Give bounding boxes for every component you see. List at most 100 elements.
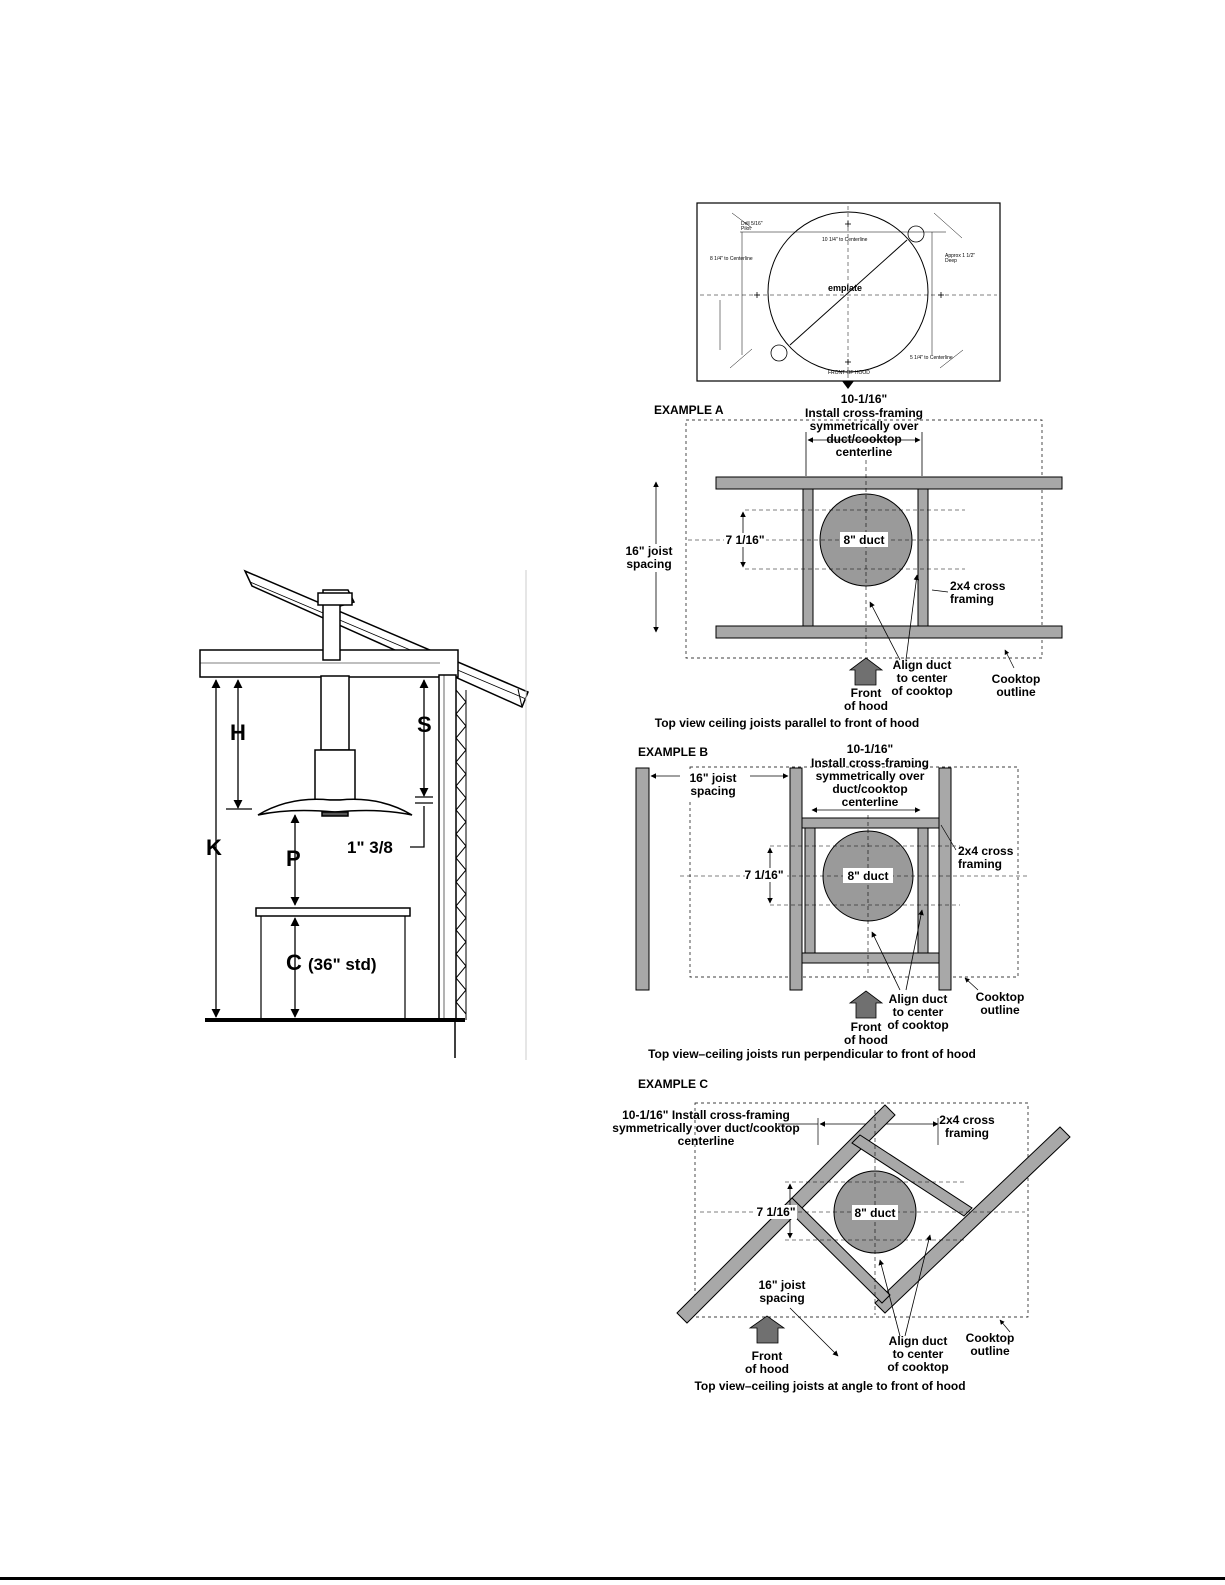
- example-a-install-3: duct/cooktop: [826, 432, 901, 446]
- example-c-joist-spacing-2: spacing: [759, 1291, 804, 1305]
- example-c-title: EXAMPLE C: [638, 1077, 708, 1091]
- example-a-install-4: centerline: [836, 445, 893, 459]
- example-a-inner-dim: 7 1/16": [725, 533, 764, 547]
- example-c-align-2: to center: [893, 1347, 944, 1361]
- countertop: [255, 907, 411, 917]
- roof-rafter: [243, 569, 529, 709]
- example-b-joist-spacing-2: spacing: [690, 784, 735, 798]
- example-c-install-2: symmetrically over duct/cooktop: [612, 1121, 799, 1135]
- example-c-cross-framing-2: framing: [945, 1126, 989, 1140]
- example-b-align-2: to center: [893, 1005, 944, 1019]
- example-c-cross-framing-1: 2x4 cross: [939, 1113, 995, 1127]
- example-c-install-3: centerline: [678, 1134, 735, 1148]
- example-a-align-3: of cooktop: [891, 684, 952, 698]
- template-note-pilot: Pilot: [741, 226, 751, 232]
- example-a-joist-spacing-2: spacing: [626, 557, 671, 571]
- side-view-diagram: H S K P C (36" std) 1" 3/8: [199, 569, 529, 1060]
- example-b-joist-left: [789, 767, 803, 991]
- siding: [455, 689, 467, 1020]
- template-note-5: 5 1/4" to Centerline: [910, 355, 953, 361]
- example-c-install-1: 10-1/16" Install cross-framing: [622, 1108, 790, 1122]
- example-a-cross-framing-left: [802, 488, 814, 627]
- example-b-joist-spacing-1: 16" joist: [689, 771, 736, 785]
- example-a-front-arrow: [848, 657, 884, 686]
- example-c-align-3: of cooktop: [887, 1360, 948, 1374]
- dim-c-note: (36" std): [308, 955, 377, 974]
- dim-offset-label: 1" 3/8: [347, 838, 393, 857]
- example-a-cross-framing-2: framing: [950, 592, 994, 606]
- example-a-cooktop-2: outline: [996, 685, 1036, 699]
- example-b-cooktop-1: Cooktop: [976, 990, 1025, 1004]
- template-note-8: 8 1/4" to Centerline: [710, 256, 753, 262]
- example-a-joist-spacing-1: 16" joist: [625, 544, 672, 558]
- example-b-inner-dim: 7 1/16": [744, 868, 783, 882]
- example-b-cooktop-outline: [689, 766, 1019, 978]
- template-circle: [767, 211, 929, 373]
- example-a-caption: Top view ceiling joists parallel to fron…: [655, 716, 919, 730]
- example-a-align-1: Align duct: [893, 658, 952, 672]
- dim-c-label: C: [286, 950, 302, 975]
- example-b-duct-label: 8" duct: [847, 869, 888, 883]
- example-c-joist-spacing-1: 16" joist: [758, 1278, 805, 1292]
- example-b-caption: Top view–ceiling joists run perpendicula…: [648, 1047, 976, 1061]
- example-b-front-1: Front: [851, 1020, 882, 1034]
- example-a-diagram: EXAMPLE A 10-1/16" Install cross-framing…: [615, 392, 1063, 730]
- example-a-cooktop-1: Cooktop: [992, 672, 1041, 686]
- template-note-deep: Deep: [945, 258, 957, 264]
- example-b-cross-framing-1: 2x4 cross: [958, 844, 1014, 858]
- example-a-install-2: symmetrically over: [810, 419, 919, 433]
- template-note-10: 10 1/4" to Centerline: [822, 237, 868, 243]
- chimney-duct: [257, 589, 413, 817]
- example-c-front-2: of hood: [745, 1362, 789, 1376]
- template-front-label: FRONT OF HOOD: [828, 370, 870, 376]
- dim-h-label: H: [230, 720, 246, 745]
- page-bottom-rule: [0, 1577, 1225, 1580]
- example-b-cross-framing-top: [801, 817, 940, 829]
- example-c-duct-label: 8" duct: [854, 1206, 895, 1220]
- example-b-front-arrow: [848, 990, 884, 1019]
- example-a-front-2: of hood: [844, 699, 888, 713]
- example-b-diagram: EXAMPLE B 10-1/16" Install cross-framing…: [635, 742, 1030, 1061]
- template-note-drill: Drill 5/16": [741, 221, 763, 227]
- example-a-joist-bottom: [715, 625, 1063, 639]
- example-a-cross-framing-1: 2x4 cross: [950, 579, 1006, 593]
- example-c-front-arrow: [748, 1315, 786, 1344]
- example-a-cross-framing-right: [917, 488, 929, 627]
- mounting-template: emplate FRONT OF HOOD Drill 5/16" Pilot …: [696, 202, 1001, 389]
- dim-s-label: S: [417, 712, 432, 737]
- example-a-joist-top: [715, 476, 1063, 490]
- example-b-install-2: symmetrically over: [816, 769, 925, 783]
- example-c-cooktop-outline: [694, 1102, 1029, 1318]
- example-b-install-4: centerline: [842, 795, 899, 809]
- example-b-joist-far-left: [635, 767, 650, 991]
- example-b-front-2: of hood: [844, 1033, 888, 1047]
- example-b-cross-framing-bottom: [801, 952, 940, 964]
- example-b-install-1: Install cross-framing: [811, 756, 929, 770]
- example-b-width-dim: 10-1/16": [847, 742, 893, 756]
- template-text: emplate: [828, 283, 862, 293]
- example-b-joist-right: [938, 767, 952, 991]
- example-b-align-3: of cooktop: [887, 1018, 948, 1032]
- example-c-align-1: Align duct: [889, 1334, 948, 1348]
- example-c-cooktop-1: Cooktop: [966, 1331, 1015, 1345]
- example-c-caption: Top view–ceiling joists at angle to fron…: [694, 1379, 965, 1393]
- example-c-front-1: Front: [752, 1349, 783, 1363]
- example-b-align-1: Align duct: [889, 992, 948, 1006]
- example-a-install-1: Install cross-framing: [805, 406, 923, 420]
- example-c-joist-right: [874, 1126, 1071, 1314]
- example-a-cooktop-outline: [685, 419, 1043, 659]
- example-b-cooktop-2: outline: [980, 1003, 1020, 1017]
- example-a-title: EXAMPLE A: [654, 403, 724, 417]
- template-front-arrow: [842, 381, 854, 389]
- example-b-title: EXAMPLE B: [638, 745, 708, 759]
- dim-p-label: P: [286, 846, 301, 871]
- example-c-diagram: EXAMPLE C 10-1/16" Install cross-framing…: [612, 1077, 1071, 1393]
- example-c-inner-dim: 7 1/16": [756, 1205, 795, 1219]
- example-b-cross-framing-2: framing: [958, 857, 1002, 871]
- example-b-install-3: duct/cooktop: [832, 782, 907, 796]
- example-a-front-1: Front: [851, 686, 882, 700]
- dim-k-label: K: [206, 835, 222, 860]
- example-c-cross-framing-top: [851, 1134, 973, 1217]
- template-note-approx: Approx 1 1/2": [945, 253, 975, 259]
